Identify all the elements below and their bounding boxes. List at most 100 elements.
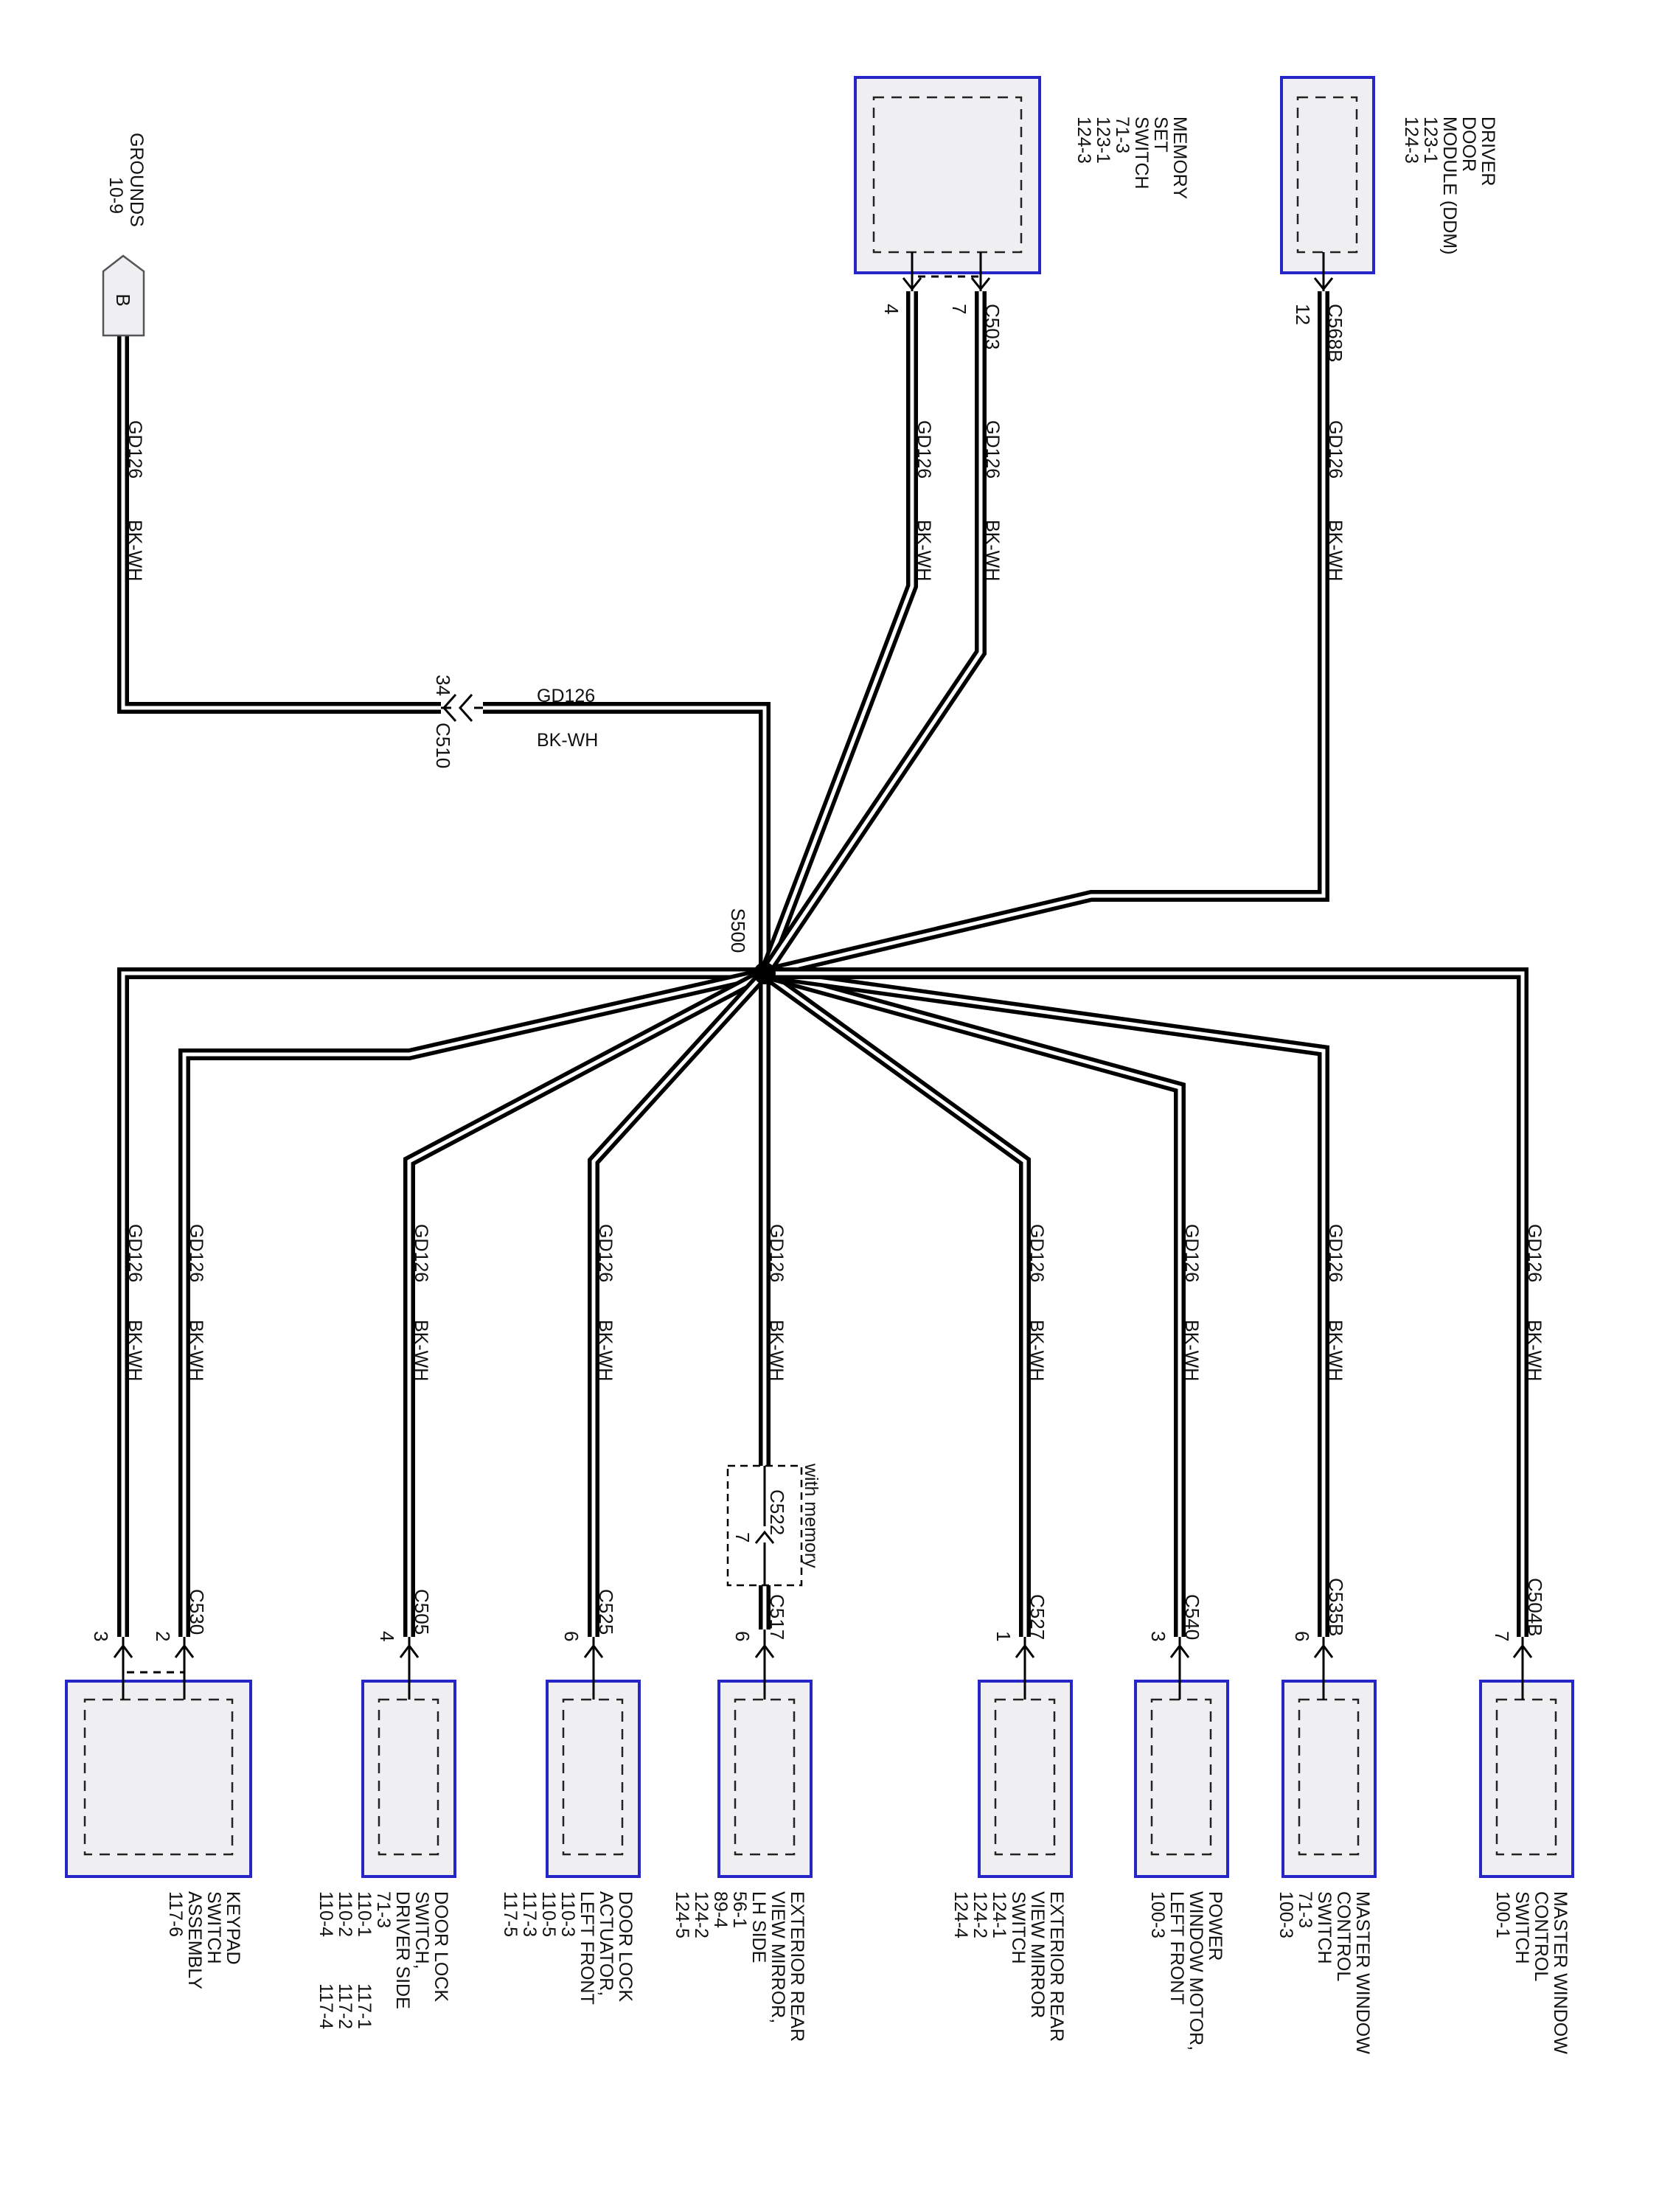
svg-text:DOOR: DOOR	[1458, 116, 1479, 172]
wire-color-label: BK-WH	[1325, 520, 1346, 581]
connector-c510: 34 C510	[432, 675, 483, 768]
svg-text:123-1: 123-1	[1420, 116, 1441, 164]
power-window-pin: 3	[1147, 1631, 1169, 1641]
svg-text:SWITCH: SWITCH	[1512, 1891, 1532, 1964]
keypad-label: KEYPAD SWITCH ASSEMBLY 117-6	[165, 1891, 243, 1989]
mirror-lh-connector: C517	[766, 1594, 788, 1640]
svg-text:124-4: 124-4	[950, 1891, 971, 1938]
svg-text:KEYPAD: KEYPAD	[223, 1891, 243, 1965]
svg-text:SWITCH: SWITCH	[1008, 1891, 1029, 1964]
wire-power-window-motor	[762, 967, 1186, 1637]
wire-color-label: BK-WH	[914, 520, 934, 581]
ground-ref: 10-9	[105, 177, 126, 214]
svg-text:VIEW MIRROR: VIEW MIRROR	[1027, 1891, 1048, 2018]
power-window-connector: C540	[1181, 1594, 1203, 1640]
svg-text:124-2: 124-2	[970, 1891, 990, 1938]
wire-ddm	[763, 291, 1329, 979]
wire-circuit-label: GD126	[537, 686, 595, 706]
wire-color-label: BK-WH	[1524, 1320, 1545, 1381]
master-switch-b-label: MASTER WINDOW CONTROL SWITCH 100-1	[1492, 1891, 1571, 2054]
svg-text:SET: SET	[1150, 116, 1171, 153]
door-lock-switch-label: DOOR LOCK SWITCH, DRIVER SIDE 71-3 110-1…	[316, 1891, 451, 2029]
mirror-lh-pin: 6	[731, 1631, 754, 1641]
c522-note: with memory	[801, 1463, 821, 1568]
wire-color-label: BK-WH	[537, 730, 598, 751]
wire-color-label: BK-WH	[411, 1320, 431, 1381]
door-lock-switch-pin: 4	[376, 1631, 398, 1641]
component-door-lock-switch: 4 C505 DOOR LOCK SWITCH, DRIVER SIDE 71-…	[316, 1589, 456, 2029]
master-switch-b-connector: C504B	[1524, 1578, 1546, 1637]
master-switch-a-pin: 6	[1291, 1631, 1313, 1641]
svg-text:110-1: 110-1	[354, 1891, 375, 1937]
mirror-switch-pin: 1	[992, 1631, 1015, 1641]
wire-layer	[117, 291, 1528, 1637]
svg-text:124-5: 124-5	[672, 1891, 692, 1938]
ground-title: GROUNDS	[126, 133, 147, 227]
component-master-window-switch-b: 7 C504B MASTER WINDOW CONTROL SWITCH 100…	[1479, 1578, 1574, 2054]
svg-text:ACTUATOR,: ACTUATOR,	[596, 1891, 616, 1996]
ground-symbol: B	[112, 293, 134, 306]
splice-s500	[754, 962, 776, 984]
svg-text:WINDOW MOTOR,: WINDOW MOTOR,	[1186, 1891, 1206, 2051]
svg-text:124-3: 124-3	[1401, 116, 1422, 164]
component-exterior-mirror-lh: 6 C517 C522 7 with memory EXTERIOR REAR …	[672, 1463, 821, 2042]
wire-circuit-label: GD126	[411, 1224, 431, 1282]
wire-circuit-label: GD126	[1026, 1224, 1047, 1282]
svg-text:123-1: 123-1	[1093, 116, 1113, 164]
svg-text:LEFT FRONT: LEFT FRONT	[577, 1891, 597, 2005]
svg-text:CONTROL: CONTROL	[1531, 1891, 1551, 1981]
wire-color-label: BK-WH	[595, 1320, 616, 1381]
wire-circuit-label: GD126	[125, 1224, 145, 1282]
memory-pin-4: 4	[880, 304, 902, 314]
connector-c522: C522 7 with memory	[726, 1463, 821, 1587]
svg-text:DOOR LOCK: DOOR LOCK	[615, 1891, 636, 2002]
splice-label: S500	[727, 908, 749, 953]
wire-color-label: BK-WH	[186, 1320, 206, 1381]
door-lock-switch-connector: C505	[411, 1589, 433, 1635]
svg-text:DRIVER SIDE: DRIVER SIDE	[392, 1891, 413, 2009]
wire-color-label: BK-WH	[1325, 1320, 1346, 1381]
svg-text:117-2: 117-2	[335, 1983, 355, 2029]
svg-text:124-3: 124-3	[1074, 116, 1094, 164]
svg-text:110-2: 110-2	[335, 1891, 355, 1937]
component-mirror-switch: 1 C527 EXTERIOR REAR VIEW MIRROR SWITCH …	[950, 1594, 1073, 2042]
svg-text:MODULE (DDM): MODULE (DDM)	[1439, 116, 1460, 255]
wire-color-label: BK-WH	[982, 520, 1003, 581]
c522-pin: 7	[731, 1532, 754, 1543]
wire-color-label: BK-WH	[125, 1320, 145, 1381]
svg-text:SWITCH: SWITCH	[1314, 1891, 1335, 1964]
c510-name: C510	[432, 723, 454, 768]
wire-circuit-label: GD126	[766, 1224, 787, 1282]
wire-circuit-label: GD126	[186, 1224, 206, 1282]
svg-text:117-5: 117-5	[500, 1891, 521, 1937]
svg-text:124-1: 124-1	[989, 1891, 1009, 1938]
component-keypad-switch-assembly: 3 2 C530 KEYPAD SWITCH ASSEMBLY 117-6	[65, 1589, 252, 1989]
mirror-switch-label: EXTERIOR REAR VIEW MIRROR SWITCH 124-1 1…	[950, 1891, 1067, 2042]
component-door-lock-actuator: 6 C525 DOOR LOCK ACTUATOR, LEFT FRONT 11…	[500, 1589, 641, 2005]
wire-color-label: BK-WH	[766, 1320, 787, 1381]
svg-text:117-1: 117-1	[354, 1983, 375, 2029]
door-lock-actuator-connector: C525	[595, 1589, 617, 1635]
svg-text:71-3: 71-3	[373, 1891, 394, 1928]
door-lock-actuator-label: DOOR LOCK ACTUATOR, LEFT FRONT 110-3 110…	[500, 1891, 636, 2005]
svg-text:SWITCH,: SWITCH,	[411, 1891, 432, 1969]
svg-text:100-3: 100-3	[1276, 1891, 1296, 1938]
svg-text:ASSEMBLY: ASSEMBLY	[184, 1891, 205, 1989]
wire-color-label: BK-WH	[1026, 1320, 1047, 1381]
mirror-switch-connector: C527	[1026, 1594, 1048, 1640]
component-driver-door-module: 12 C568B DRIVER DOOR MODULE (DDM) 123-1 …	[1280, 76, 1498, 363]
wire-color-label: BK-WH	[125, 520, 145, 581]
svg-text:117-6: 117-6	[165, 1891, 186, 1937]
wire-door-lock-switch	[403, 967, 768, 1637]
wire-master-switch-a	[763, 967, 1329, 1637]
svg-text:LH SIDE: LH SIDE	[748, 1891, 769, 1963]
svg-text:EXTERIOR REAR: EXTERIOR REAR	[787, 1891, 807, 2042]
door-lock-actuator-pin: 6	[560, 1631, 582, 1641]
component-memory-set-switch: 4 7 C503 MEMORY SET SWITCH 71-3 123-1 12…	[854, 76, 1190, 349]
svg-text:MASTER WINDOW: MASTER WINDOW	[1352, 1891, 1373, 2054]
component-master-window-switch-a: 6 C535B MASTER WINDOW CONTROL SWITCH 71-…	[1276, 1578, 1377, 2054]
memory-connector: C503	[981, 304, 1004, 349]
wire-circuit-label: GD126	[1325, 420, 1346, 479]
svg-text:EXTERIOR REAR: EXTERIOR REAR	[1046, 1891, 1067, 2042]
svg-text:56-1: 56-1	[729, 1891, 750, 1928]
